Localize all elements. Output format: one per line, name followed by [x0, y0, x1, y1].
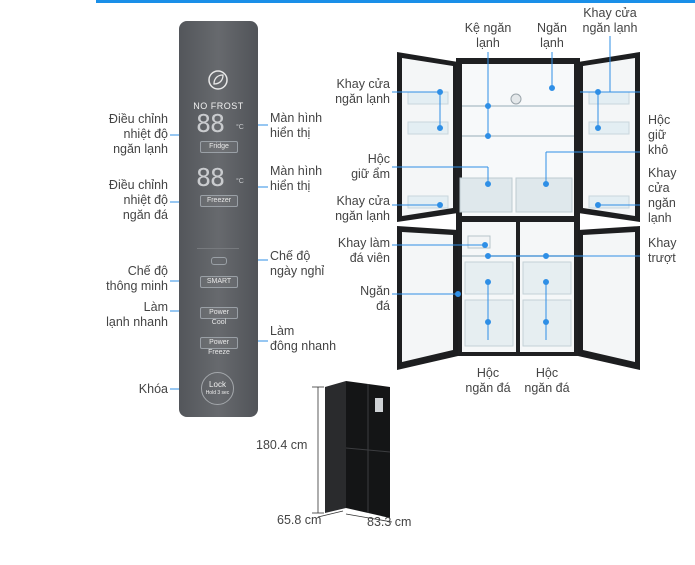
dimension-height: 180.4 cm	[256, 438, 308, 452]
freezer-button[interactable]: Freezer	[200, 195, 238, 207]
label-door-bin-mid-right: Khay cửa ngăn lạnh	[648, 166, 677, 225]
lock-button-label: Lock	[209, 380, 226, 389]
label-lock: Khóa	[138, 382, 168, 396]
brand-text: NO FROST	[193, 101, 244, 111]
label-freezer-compartment: Ngăn đá	[360, 284, 390, 313]
power-cool-button[interactable]: Power Cool	[200, 307, 238, 326]
fridge-door-left-lower	[397, 226, 458, 370]
label-sliding-tray: Khay trượt	[648, 236, 677, 265]
label-humid-drawer: Hộc giữ ẩm	[351, 152, 390, 181]
fridge-door-right-lower	[578, 226, 640, 370]
fridge-button[interactable]: Fridge	[200, 141, 238, 153]
panel-divider	[197, 248, 239, 249]
fridge-door-right-upper	[578, 52, 640, 222]
label-fridge-shelf: Kệ ngăn lạnh	[464, 21, 512, 50]
label-dry-drawer: Hộc giữ khô	[648, 113, 671, 157]
label-door-bin-top-right: Khay cửa ngăn lạnh	[582, 6, 638, 35]
label-freezer-drawer-left: Hộc ngăn đá	[465, 366, 511, 395]
fridge-temperature-unit: °C	[236, 124, 244, 131]
label-fast-cool: Làm lạnh nhanh	[106, 300, 168, 329]
label-display-1: Màn hình hiển thị	[270, 111, 323, 140]
label-door-bin-mid-left: Khay cửa ngăn lạnh	[335, 194, 390, 223]
label-door-bin-top-left: Khay cửa ngăn lạnh	[335, 77, 390, 106]
dimension-width: 83.3 cm	[367, 515, 412, 529]
label-display-2: Màn hình hiển thị	[270, 164, 323, 193]
label-fridge-adjust: Điều chỉnh nhiệt độ ngăn lạnh	[108, 112, 168, 156]
leaf-logo-icon	[208, 70, 228, 90]
smart-button[interactable]: SMART	[200, 276, 238, 288]
label-freezer-adjust: Điều chỉnh nhiệt độ ngăn đá	[108, 178, 168, 222]
label-ice-tray: Khay làm đá viên	[337, 236, 390, 265]
label-fridge-compartment: Ngăn lạnh	[537, 21, 567, 50]
power-freeze-button[interactable]: Power Freeze	[200, 337, 238, 356]
top-accent-line	[96, 0, 695, 3]
freezer-temperature-unit: °C	[236, 178, 244, 185]
fridge-cabinet	[456, 58, 580, 356]
label-freezer-drawer-right: Hộc ngăn đá	[524, 366, 570, 395]
holiday-mode-icon[interactable]	[211, 257, 227, 265]
dimension-depth: 65.8 cm	[277, 513, 322, 527]
control-panel: NO FROST 88 °C Fridge 88 °C Freezer SMAR…	[179, 21, 258, 417]
freezer-temperature-display: 88	[196, 163, 225, 192]
fridge-temperature-display: 88	[196, 109, 225, 138]
lock-button[interactable]: Lock Hold 3 sec	[201, 372, 234, 405]
label-smart-mode: Chế độ thông minh	[106, 264, 168, 293]
lock-button-subtext: Hold 3 sec	[205, 390, 230, 396]
fridge-door-left-upper	[397, 52, 458, 222]
label-holiday-mode: Chế độ ngày nghỉ	[270, 249, 325, 278]
fridge-dimension-illustration	[312, 381, 393, 523]
label-fast-freeze: Làm đông nhanh	[270, 324, 337, 353]
